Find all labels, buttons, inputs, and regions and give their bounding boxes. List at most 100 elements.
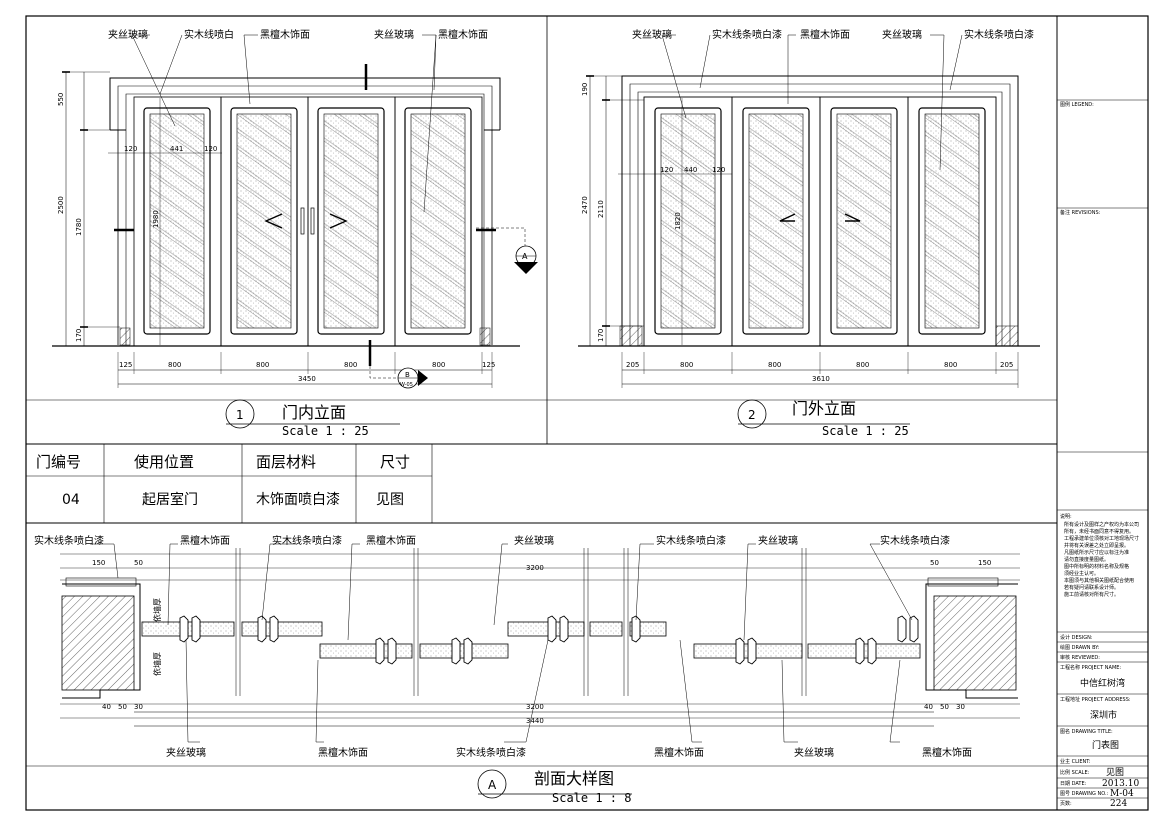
dim-inner-b-2: 800 (256, 361, 269, 369)
section-dim-5: 3200 (526, 703, 544, 711)
section-dim-4: 150 (978, 559, 991, 567)
title-marker-inner (225, 399, 400, 429)
dim-inner-v-2500: 2500 (57, 196, 65, 214)
section-label-bottom-0: 夹丝玻璃 (166, 746, 206, 759)
dim-inner-top-2: 120 (204, 145, 217, 153)
tb-pages-value: 224 (1110, 799, 1127, 809)
section-label-top-1: 黑檀木饰面 (180, 534, 230, 547)
section-label-top-3: 黑檀木饰面 (366, 534, 416, 547)
dim-inner-top-1: 441 (170, 145, 183, 153)
scale-inner: Scale 1 : 25 (282, 424, 369, 438)
tb-notes-title: 说明: (1060, 513, 1072, 520)
table-header-location: 使用位置 (134, 453, 194, 471)
section-dim-8: 50 (118, 703, 127, 711)
table-cell-material: 木饰面喷白漆 (256, 492, 340, 508)
label-inner-glass-1: 夹丝玻璃 (108, 28, 148, 41)
dim-outer-b-1: 800 (680, 361, 693, 369)
section-dim-10: 40 (924, 703, 933, 711)
label-inner-glass-2: 夹丝玻璃 (374, 28, 414, 41)
dim-outer-b-3: 800 (856, 361, 869, 369)
table-cell-size: 见图 (376, 492, 404, 508)
elevation-inner (52, 34, 538, 389)
tb-design-label: 设计 DESIGN: (1060, 634, 1093, 641)
dim-outer-top-1: 440 (684, 166, 697, 174)
title-outer: 门外立面 (792, 399, 856, 418)
tb-drawing-title-value: 门表图 (1092, 739, 1119, 751)
tb-note-5: 请勿直接度量图纸。 (1064, 556, 1109, 563)
dim-inner-b-3: 800 (344, 361, 357, 369)
dim-inner-v-170: 170 (75, 329, 83, 342)
section-label-top-7: 实木线条喷白漆 (880, 534, 950, 547)
tb-date-value: 2013.10 (1102, 779, 1139, 789)
tb-note-0: 所有设计及图样之产权均为本公司 (1064, 521, 1139, 528)
dim-inner-top-0: 120 (124, 145, 137, 153)
sheet-border (25, 15, 1149, 811)
section-label-bottom-3: 黑檀木饰面 (654, 746, 704, 759)
section-wall-label-2: 依墙厚 (152, 652, 162, 676)
dim-inner-b-5: 125 (482, 361, 495, 369)
section-dim-11: 50 (940, 703, 949, 711)
tb-client-label: 业主 CLIENT: (1060, 758, 1091, 765)
section-dim-1: 50 (134, 559, 143, 567)
section-marker-a: A (522, 252, 528, 261)
dim-outer-b-5: 205 (1000, 361, 1013, 369)
dim-inner-v-1780: 1780 (75, 218, 83, 236)
section-label-top-5: 实木线条喷白漆 (656, 534, 726, 547)
dim-inner-v-550: 550 (57, 93, 65, 106)
tb-note-10: 施工前请核对所有尺寸。 (1064, 591, 1119, 598)
cut-marker-b: B (405, 371, 410, 379)
tb-scale-label: 比例 SCALE: (1060, 769, 1090, 776)
tb-note-8: 本图须与其他相关图纸配合使用 (1064, 577, 1134, 584)
section-label-top-2: 实木线条喷白漆 (272, 534, 342, 547)
dim-inner-total: 3450 (298, 375, 316, 383)
label-inner-trim: 实木线喷白 (184, 28, 234, 41)
title-marker-outer (737, 399, 910, 429)
dim-inner-v-1980: 1980 (152, 210, 160, 228)
dim-outer-v-170: 170 (597, 329, 605, 342)
tb-note-3: 并将有关误差之处立即呈报。 (1064, 542, 1129, 549)
section-detail (60, 543, 1020, 799)
section-dim-0: 150 (92, 559, 105, 567)
dim-outer-total: 3610 (812, 375, 830, 383)
section-label-top-6: 夹丝玻璃 (758, 534, 798, 547)
tb-note-9: 若有疑问请联系设计师。 (1064, 584, 1119, 591)
tb-drawing-no-label: 图号 DRAWING NO.: (1060, 791, 1109, 797)
dim-outer-v-1820: 1820 (674, 212, 682, 230)
dim-inner-b-1: 800 (168, 361, 181, 369)
label-inner-ebony-1: 黑檀木饰面 (260, 28, 310, 41)
dim-outer-b-2: 800 (768, 361, 781, 369)
tb-note-4: 凡图纸所示尺寸应以标注为准 (1064, 549, 1129, 556)
tb-revisions-label: 备注 REVISIONS: (1060, 209, 1101, 216)
section-label-bottom-2: 实木线条喷白漆 (456, 746, 526, 759)
section-dim-7: 40 (102, 703, 111, 711)
tb-reviewed-label: 审核 REVIEWED: (1060, 654, 1100, 661)
table-header-material: 面层材料 (256, 453, 316, 471)
tb-drawing-title-label: 图名 DRAWING TITLE: (1060, 728, 1113, 735)
dim-outer-b-0: 205 (626, 361, 639, 369)
section-wall-label-1: 依墙厚 (152, 598, 162, 622)
section-label-top-4: 夹丝玻璃 (514, 534, 554, 547)
table-header-door-no: 门编号 (36, 453, 81, 471)
tb-project-label: 工程名称 PROJECT NAME: (1060, 664, 1121, 671)
cut-marker-sheet: W-05 (400, 382, 413, 388)
label-outer-trim-2: 实木线条喷白漆 (964, 28, 1034, 41)
elevation-outer (578, 34, 1040, 388)
section-scale: Scale 1 : 8 (552, 791, 631, 805)
section-dim-3: 50 (930, 559, 939, 567)
scale-outer: Scale 1 : 25 (822, 424, 909, 438)
tb-note-6: 图中所标明的材料名称及规格 (1064, 563, 1129, 570)
dim-inner-b-0: 125 (119, 361, 132, 369)
tb-date-label: 日期 DATE: (1060, 781, 1087, 787)
door-table-grid (26, 444, 433, 523)
tb-project-value: 中信红树湾 (1080, 677, 1125, 689)
dim-outer-v-2110: 2110 (597, 200, 605, 218)
tb-note-7: 须经业主认可。 (1064, 570, 1099, 577)
door-leaves-inner (133, 96, 483, 347)
dim-outer-b-4: 800 (944, 361, 957, 369)
table-cell-door-no: 04 (62, 492, 80, 508)
label-inner-ebony-2: 黑檀木饰面 (438, 28, 488, 41)
dim-inner-b-4: 800 (432, 361, 445, 369)
label-outer-glass-1: 夹丝玻璃 (632, 28, 672, 41)
